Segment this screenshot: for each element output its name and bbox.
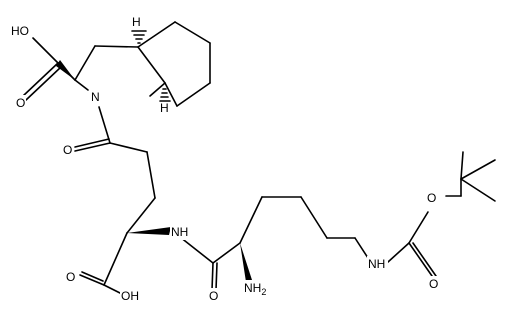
atom-nh2: NH2 (244, 281, 266, 297)
hashed-bond-upper-h (131, 30, 147, 44)
bond-layer (22, 21, 496, 294)
atom-h-lower: H (160, 101, 169, 115)
atom-o-acid-top: O (16, 96, 25, 110)
atom-h-upper: H (132, 15, 141, 29)
atom-n-ring: N (91, 90, 100, 104)
atom-label-layer: HO O N H H O NH O OH O NH2 NH O O (11, 15, 440, 304)
wedge-bond-alpha-nh (127, 227, 171, 235)
atom-o-carbamate-carbonyl: O (429, 277, 438, 291)
atom-nh-carbamate: NH (368, 257, 385, 271)
atom-o-acid-bottom: O (66, 270, 75, 284)
hashed-bond-lower-h (159, 88, 171, 102)
atom-o-carbamate-ester: O (427, 191, 436, 205)
atom-o-amide: O (209, 289, 218, 303)
wedge-bond-lysine-nh2 (240, 243, 252, 282)
atom-ho-top: HO (11, 24, 29, 38)
wedge-layer (56, 60, 252, 282)
atom-nh-amide: NH (171, 225, 188, 239)
atom-o-ketone: O (63, 143, 72, 157)
wedge-bond-alpha-acid (56, 60, 75, 80)
atom-oh-bottom: OH (121, 289, 139, 303)
